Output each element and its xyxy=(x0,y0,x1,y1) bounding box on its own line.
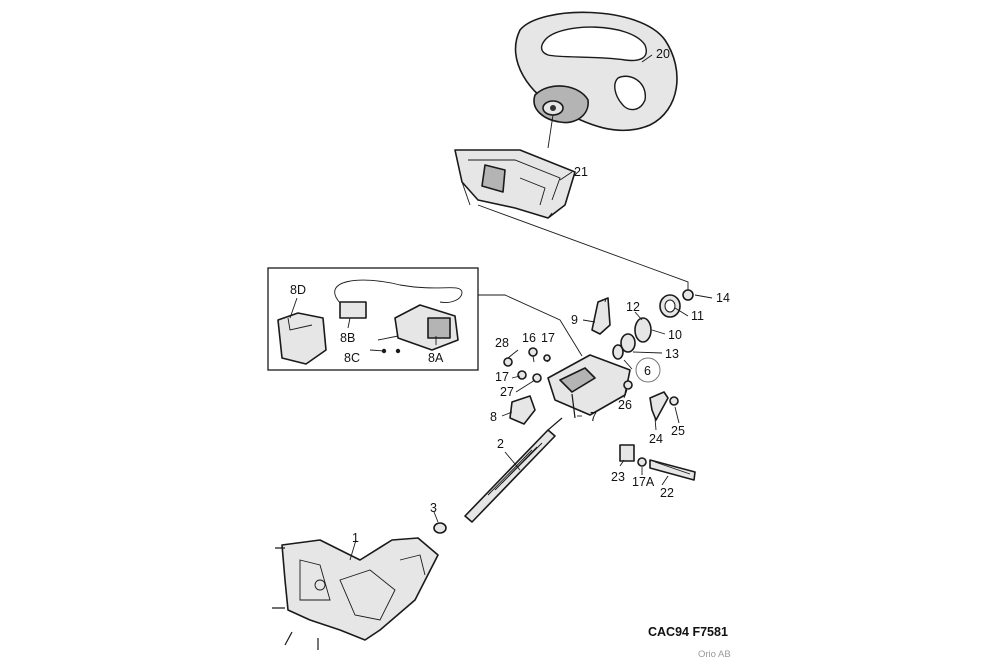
callout-17A: 17A xyxy=(632,475,655,489)
callout-3: 3 xyxy=(430,501,437,515)
callout-labels: 20 21 14 11 10 12 13 9 6 7 8 28 16 17 17… xyxy=(290,47,730,545)
guide-line xyxy=(477,204,689,292)
callout-23: 23 xyxy=(611,470,625,484)
callout-24: 24 xyxy=(649,432,663,446)
callout-circle xyxy=(635,357,661,383)
callout-8A: 8A xyxy=(428,351,444,365)
inset-box xyxy=(267,267,583,371)
callout-11: 11 xyxy=(691,309,704,323)
callout-13: 13 xyxy=(665,347,679,361)
callout-12: 12 xyxy=(626,300,640,314)
callout-16: 16 xyxy=(522,331,536,345)
callout-9: 9 xyxy=(571,313,578,327)
callout-28: 28 xyxy=(495,336,509,350)
callout-8D: 8D xyxy=(290,283,306,297)
callout-8: 8 xyxy=(490,410,497,424)
callout-17-top: 17 xyxy=(541,331,555,345)
callout-25: 25 xyxy=(671,424,685,438)
steering-wheel xyxy=(514,11,678,149)
callout-26: 26 xyxy=(618,398,632,412)
callout-2: 2 xyxy=(497,437,504,451)
callout-21: 21 xyxy=(574,165,588,179)
callout-10: 10 xyxy=(668,328,682,342)
column-assembly xyxy=(272,289,696,650)
callout-27: 27 xyxy=(500,385,514,399)
callout-20: 20 xyxy=(656,47,670,61)
callout-6: 6 xyxy=(644,364,651,378)
callout-17-left: 17 xyxy=(495,370,509,384)
callout-8C: 8C xyxy=(344,351,360,365)
callout-1: 1 xyxy=(352,531,359,545)
column-shroud xyxy=(454,149,576,219)
copyright: Orio AB xyxy=(698,649,731,660)
leader-lines xyxy=(289,54,713,561)
callout-14: 14 xyxy=(716,291,730,305)
callout-22: 22 xyxy=(660,486,674,500)
callout-7: 7 xyxy=(590,410,597,424)
figure-code: CAC94 F7581 xyxy=(648,625,728,639)
callout-8B: 8B xyxy=(340,331,355,345)
